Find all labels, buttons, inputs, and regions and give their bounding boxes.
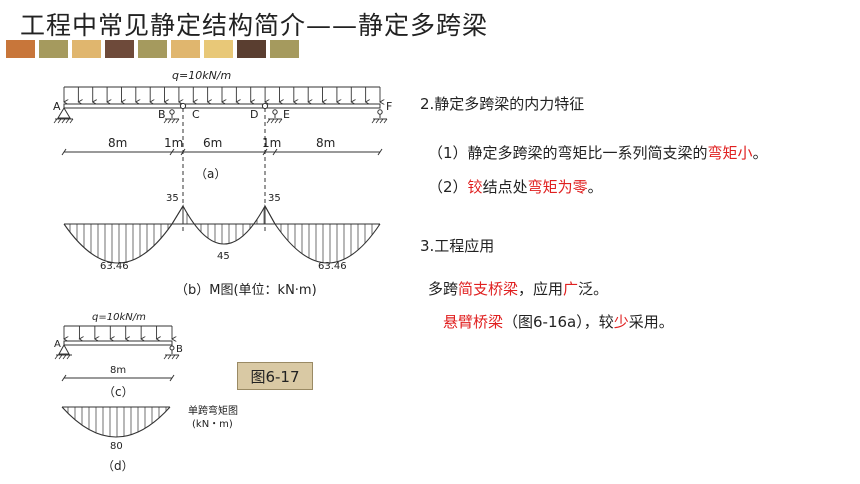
color-swatch [237,40,266,58]
color-swatch [138,40,167,58]
item-1: （1）静定多跨梁的弯矩比一系列简支梁的弯矩小。 [428,144,768,162]
heading-engineering-application: 3.工程应用 [420,237,495,255]
support-b [163,109,180,124]
application-2: 悬臂桥梁（图6-16a），较少采用。 [443,313,674,331]
figure-label: 图6-17 [237,362,313,390]
diagram-label-d-line2: (kN・m) [192,419,233,430]
color-swatch [39,40,68,58]
span-label-3: 6m [203,136,222,150]
node-label-a: A [53,100,61,113]
load-arrows-a [64,87,380,102]
diagram-label-d-line1: 单跨弯矩图 [188,404,238,417]
beam-c [63,340,173,346]
color-swatch-bar [6,40,299,58]
moment-hatch-b [69,207,380,263]
node-label-c: C [192,108,200,121]
highlight-less: 少 [613,313,629,331]
figure-a: q=10kN/m [53,69,392,232]
moment-curve-middle [171,204,276,245]
support-a [53,107,74,124]
moment-peak-c [171,204,184,225]
span-label-c: 8m [110,365,126,376]
moment-label-63-right: 63.46 [318,261,347,272]
color-swatch [270,40,299,58]
beam-a [63,103,381,109]
node-label-d: D [250,108,258,121]
load-label-c: q=10kN/m [92,312,146,323]
caption-c: （c） [103,385,134,399]
figure-c: q=10kN/m A B 8m （c） [54,312,183,399]
dimension-ticks-a [61,148,383,156]
span-label-4: 1m [262,136,281,150]
span-label-1: 8m [108,136,127,150]
moment-label-63-left: 63.46 [100,261,129,272]
node-label-b: B [158,108,166,121]
highlight-moment-smaller: 弯矩小 [707,144,753,162]
node-label-c-a: A [54,339,61,350]
load-label-a: q=10kN/m [172,69,231,82]
moment-curve-left [63,223,173,264]
support-c-b [163,345,180,360]
highlight-cantilever-bridge: 悬臂桥梁 [443,313,504,331]
moment-curve-d [61,406,171,438]
support-e [266,109,283,124]
application-1: 多跨简支桥梁，应用广泛。 [428,280,609,298]
color-swatch [72,40,101,58]
span-label-2: 1m [164,136,183,150]
node-label-e: E [283,108,290,121]
highlight-moment-zero: 弯矩为零 [527,178,588,196]
highlight-wide: 广 [563,280,579,298]
support-c-a [54,343,72,360]
hinge-c [179,102,187,110]
beam-figure: q=10kN/m [53,69,392,473]
moment-label-35-left: 35 [166,193,179,204]
item-2: （2）铰结点处弯矩为零。 [428,178,603,196]
moment-label-80: 80 [110,441,123,452]
figure-b: 35 35 45 63.46 63.46 （b）M图(单位：kN·m) [63,193,381,298]
moment-label-45: 45 [217,251,230,262]
color-swatch [105,40,134,58]
highlight-hinge: 铰 [467,178,483,196]
node-label-f: F [386,100,392,113]
node-label-c-b: B [176,344,183,355]
slide-title: 工程中常见静定结构简介——静定多跨梁 [20,11,489,40]
caption-a: （a） [195,167,226,181]
hinge-d [261,102,269,110]
highlight-simple-bridge: 简支桥梁 [458,280,519,298]
support-f [371,109,388,124]
caption-b: （b）M图(单位：kN·m) [175,283,317,298]
heading-internal-force: 2.静定多跨梁的内力特征 [420,95,585,113]
caption-d: （d） [102,459,134,473]
figure-d: 80 单跨弯矩图 (kN・m) （d） [61,404,238,473]
color-swatch [6,40,35,58]
load-arrows-c [64,326,172,339]
moment-label-35-right: 35 [268,193,281,204]
span-label-5: 8m [316,136,335,150]
moment-peak-d [264,204,276,225]
color-swatch [171,40,200,58]
moment-hatch-d [67,407,167,437]
color-swatch [204,40,233,58]
moment-curve-right [274,223,381,264]
